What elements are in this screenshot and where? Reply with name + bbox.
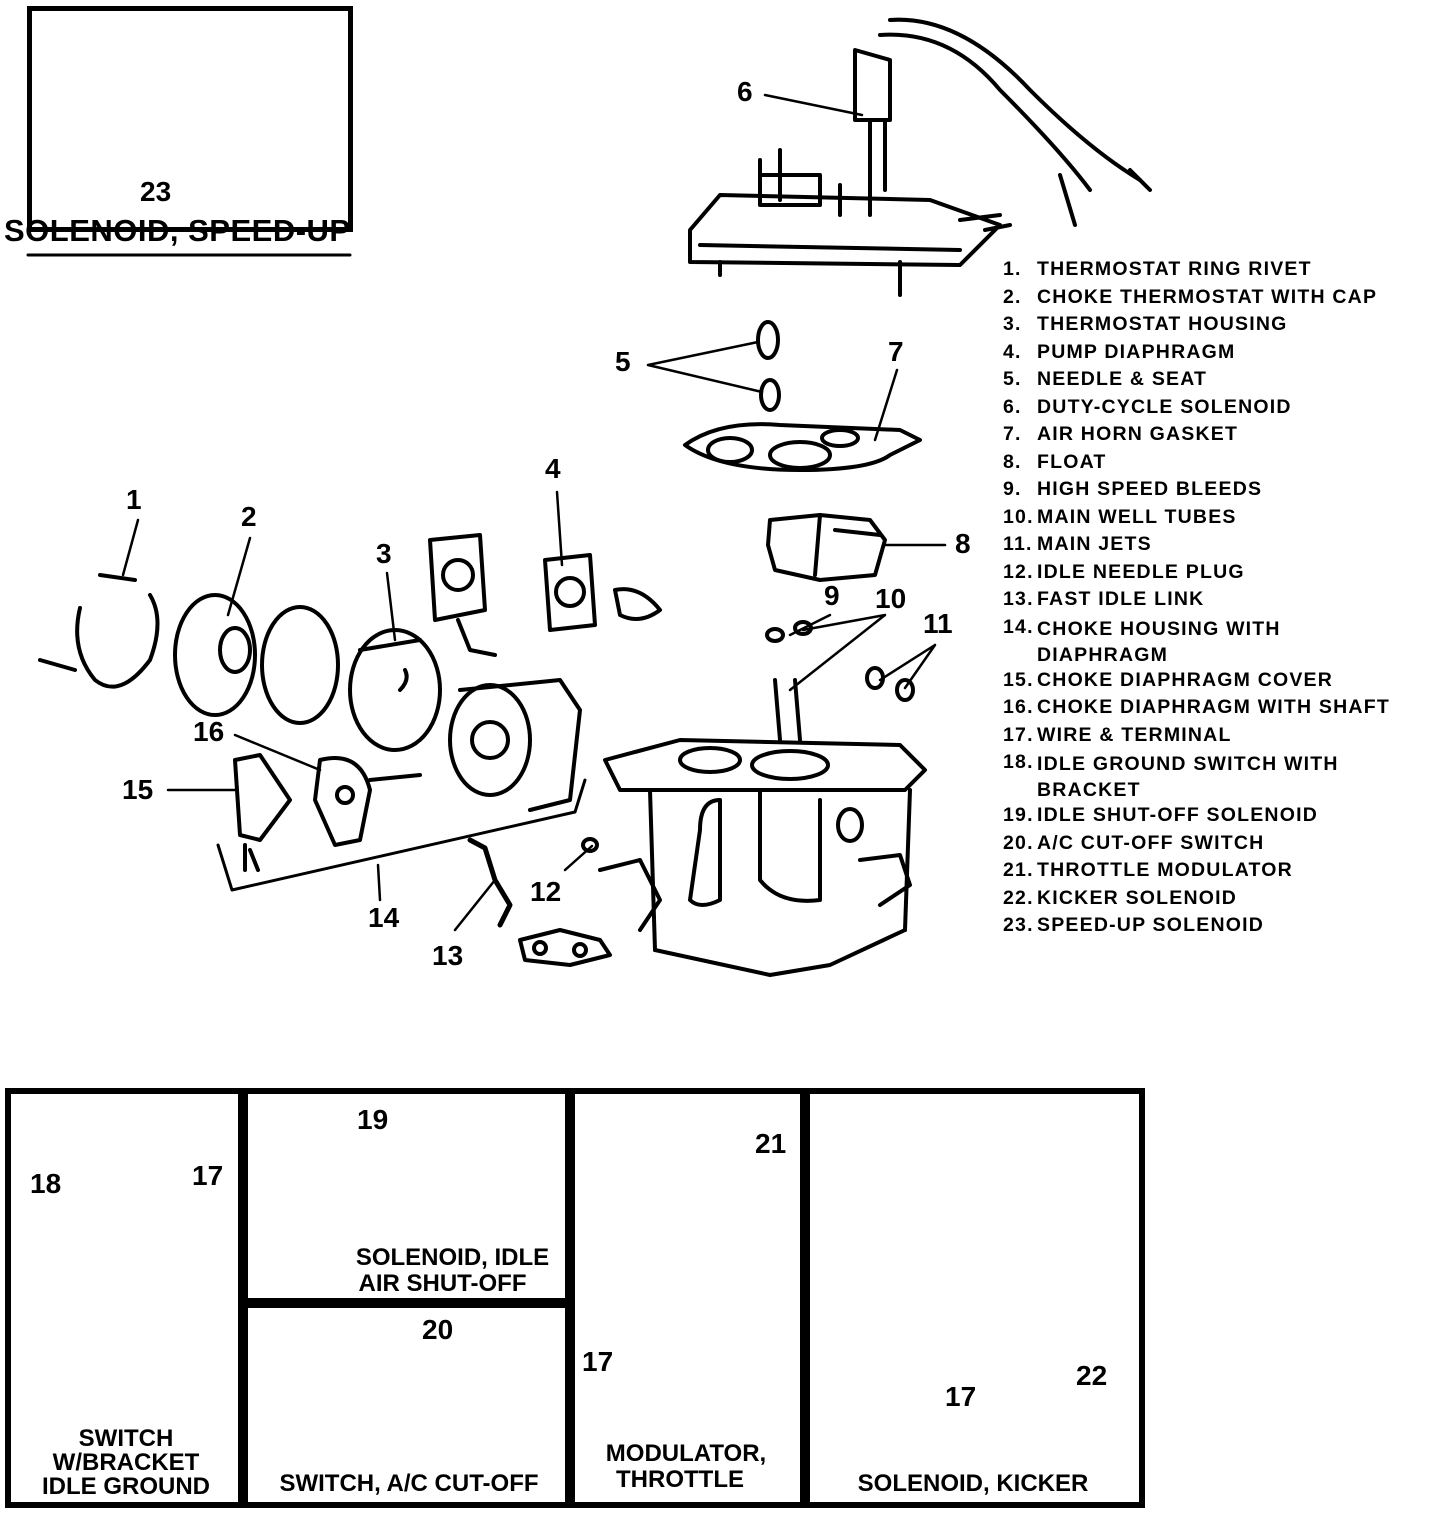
speed-up-solenoid-inset: [27, 6, 353, 232]
callout-20: 20: [422, 1314, 454, 1345]
callout-9: 9: [824, 580, 840, 611]
legend-item: 4.PUMP DIAPHRAGM: [1003, 340, 1236, 363]
callout-14-bracket: [216, 778, 587, 892]
callout-10: 10: [875, 583, 907, 614]
callout-17-kicker: 17: [945, 1381, 977, 1412]
kicker-caption: SOLENOID, KICKER: [857, 1470, 1089, 1497]
callout-16: 16: [193, 716, 225, 747]
callout-15: 15: [122, 774, 154, 805]
legend-item: 3.THERMOSTAT HOUSING: [1003, 313, 1288, 335]
callout-19: 19: [357, 1104, 389, 1135]
legend-item: 6.DUTY-CYCLE SOLENOID: [1003, 395, 1292, 418]
callout-18: 18: [30, 1168, 62, 1199]
legend-item: 1.THERMOSTAT RING RIVET: [1003, 258, 1312, 280]
legend-item: 8.FLOAT: [1003, 450, 1107, 473]
divider: [238, 1090, 248, 1506]
modulator-caption-line2: THROTTLE: [616, 1466, 744, 1493]
callout-21: 21: [755, 1128, 787, 1159]
callout-17: 17: [192, 1160, 224, 1191]
speed-up-solenoid-title: SOLENOID, SPEED-UP: [4, 213, 351, 248]
float-drawing: [766, 513, 887, 582]
idle-shutoff-caption-line2: AIR SHUT-OFF: [358, 1270, 527, 1297]
carburetor-body-drawing: [518, 620, 927, 977]
idle-shutoff-caption-line1: SOLENOID, IDLE: [355, 1244, 550, 1271]
legend-item: 21.THROTTLE MODULATOR: [1003, 859, 1293, 881]
callout-1: 1: [126, 484, 142, 515]
legend-item: 5.NEEDLE & SEAT: [1003, 368, 1208, 390]
parts-legend: 1.THERMOSTAT RING RIVET 2.CHOKE THERMOST…: [1003, 258, 1390, 942]
callout-3: 3: [376, 538, 392, 569]
legend-item: 15.CHOKE DIAPHRAGM COVER: [1003, 668, 1334, 691]
legend-item: 20.A/C CUT-OFF SWITCH: [1003, 831, 1265, 854]
legend-item: 17.WIRE & TERMINAL: [1003, 723, 1232, 746]
callout-4: 4: [545, 453, 561, 484]
fast-idle-link-drawing: [467, 837, 513, 928]
legend-item: 12.IDLE NEEDLE PLUG: [1003, 560, 1245, 583]
callout-13: 13: [432, 940, 464, 971]
divider: [565, 1090, 575, 1506]
callout-14: 14: [368, 902, 400, 933]
idle-ground-caption-line1: SWITCH: [78, 1425, 174, 1452]
callout-2: 2: [241, 501, 257, 532]
legend-item: 14.CHOKE HOUSING WITH DIAPHRAGM: [1003, 615, 1281, 666]
legend-item: 2.CHOKE THERMOSTAT WITH CAP: [1003, 285, 1378, 308]
legend-item: 10.MAIN WELL TUBES: [1003, 505, 1237, 528]
air-horn-drawing: [688, 17, 1152, 297]
choke-parts-drawing: [38, 533, 662, 872]
divider: [245, 1298, 567, 1308]
callout-22: 22: [1076, 1360, 1108, 1391]
legend-item: 19.IDLE SHUT-OFF SOLENOID: [1003, 804, 1318, 826]
legend-item: 9.HIGH SPEED BLEEDS: [1003, 478, 1263, 500]
legend-item: 23.SPEED-UP SOLENOID: [1003, 914, 1264, 936]
idle-ground-caption-line2: W/BRACKET: [52, 1449, 200, 1476]
callout-leaders: [121, 93, 947, 932]
legend-item: 22.KICKER SOLENOID: [1003, 886, 1238, 909]
legend-item: 13.FAST IDLE LINK: [1003, 588, 1205, 610]
ac-cutoff-caption: SWITCH, A/C CUT-OFF: [279, 1470, 539, 1497]
bottom-panels-frame: [5, 1088, 1145, 1508]
legend-item: 16.CHOKE DIAPHRAGM WITH SHAFT: [1003, 696, 1390, 718]
callout-17-modulator: 17: [582, 1346, 614, 1377]
callout-11: 11: [923, 608, 953, 639]
callout-23: 23: [140, 176, 172, 207]
callout-7: 7: [888, 336, 904, 367]
divider: [800, 1090, 810, 1506]
legend-item: 18.IDLE GROUND SWITCH WITH BRACKET: [1003, 751, 1339, 801]
callout-8: 8: [955, 528, 971, 559]
legend-item: 7.AIR HORN GASKET: [1003, 423, 1239, 445]
needle-seat-drawing: [756, 320, 781, 412]
air-horn-gasket-drawing: [683, 422, 922, 472]
modulator-caption-line1: MODULATOR,: [605, 1440, 767, 1467]
callout-6: 6: [737, 76, 753, 107]
callout-12: 12: [530, 876, 562, 907]
legend-item: 11.MAIN JETS: [1003, 533, 1152, 555]
idle-ground-caption-line3: IDLE GROUND: [42, 1473, 210, 1500]
callout-5: 5: [615, 346, 631, 377]
